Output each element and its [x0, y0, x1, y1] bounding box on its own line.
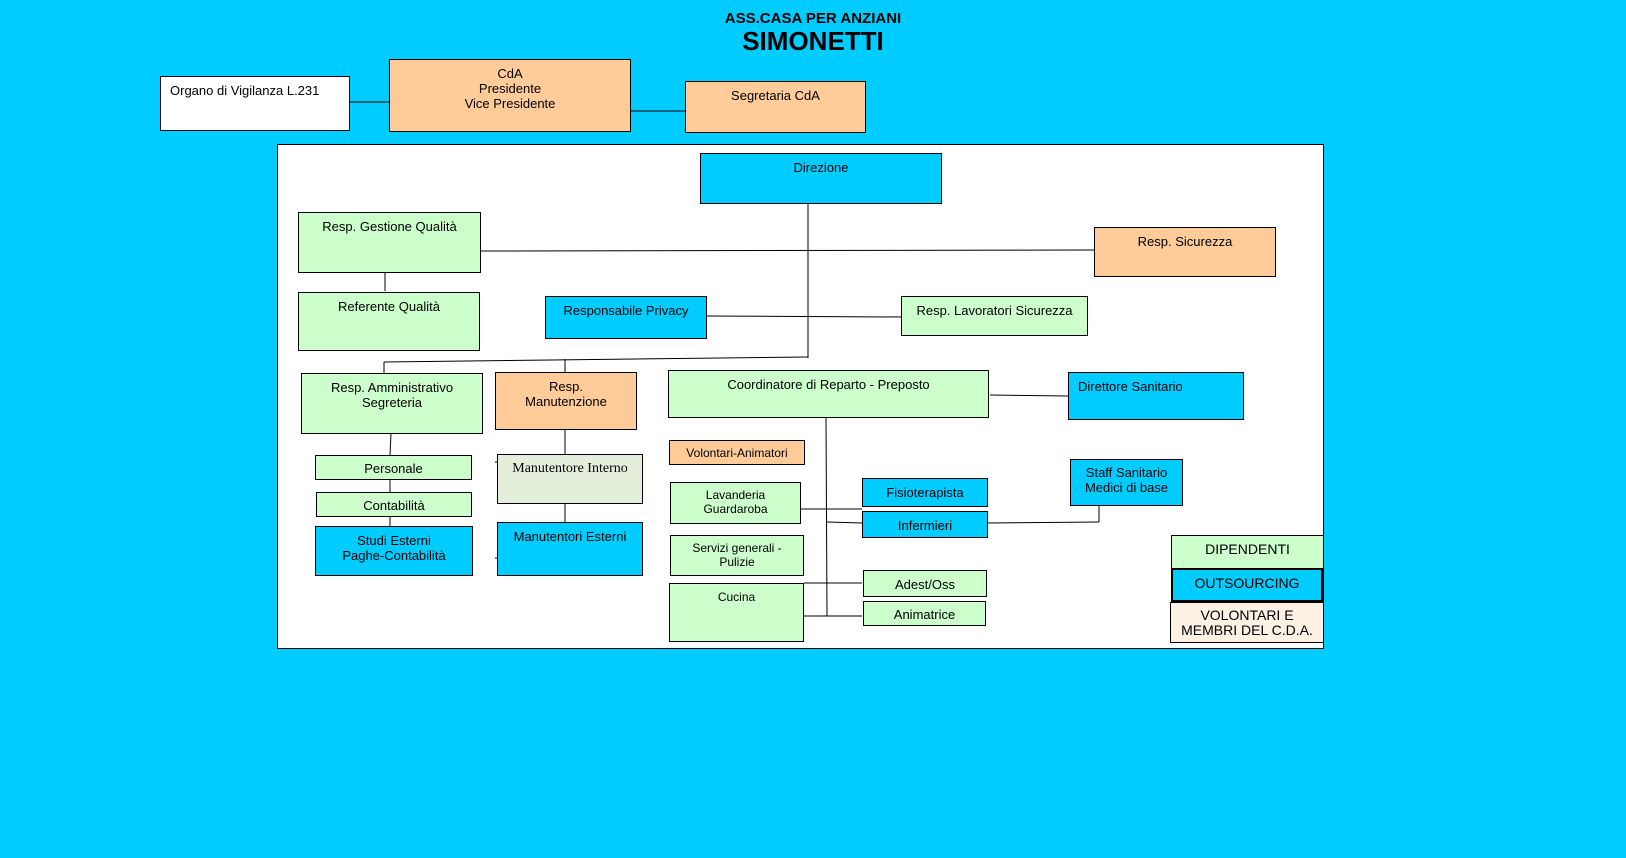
personale-box: Personale: [315, 455, 472, 480]
contabilita-box: Contabilità: [316, 492, 472, 517]
organo-vigilanza-box: Organo di Vigilanza L.231: [160, 76, 350, 131]
fisioterapista-box: Fisioterapista: [862, 478, 988, 507]
coordinatore-reparto-box: Coordinatore di Reparto - Preposto: [668, 370, 989, 418]
studi-esterni-box: Studi Esterni Paghe-Contabilità: [315, 526, 473, 576]
cucina-box: Cucina: [669, 583, 804, 642]
resp-sicurezza-box: Resp. Sicurezza: [1094, 227, 1276, 277]
referente-qualita-box: Referente Qualità: [298, 292, 480, 351]
legend-outsourcing: OUTSOURCING: [1171, 568, 1323, 602]
infermieri-box: Infermieri: [862, 511, 988, 538]
legend-volontari: VOLONTARI E MEMBRI DEL C.D.A.: [1170, 602, 1324, 643]
direttore-sanitario-box: Direttore Sanitario: [1068, 372, 1244, 420]
direzione-box: Direzione: [700, 153, 942, 204]
resp-amministrativo-box: Resp. Amministrativo Segreteria: [301, 373, 483, 434]
animatrice-box: Animatrice: [863, 601, 986, 626]
org-name-title: SIMONETTI: [742, 26, 884, 56]
volontari-animatori-box: Volontari-Animatori: [669, 440, 805, 465]
servizi-generali-box: Servizi generali - Pulizie: [670, 535, 804, 576]
resp-gestione-qualita-box: Resp. Gestione Qualità: [298, 212, 481, 273]
responsabile-privacy-box: Responsabile Privacy: [545, 296, 707, 339]
staff-sanitario-box: Staff Sanitario Medici di base: [1070, 459, 1183, 506]
manutentore-interno-box: Manutentore Interno: [497, 454, 643, 504]
resp-lavoratori-sicurezza-box: Resp. Lavoratori Sicurezza: [901, 296, 1088, 336]
manutentori-esterni-box: Manutentori Esterni: [497, 522, 643, 576]
org-name-line: ASS.CASA PER ANZIANI: [724, 10, 902, 27]
lavanderia-guardaroba-box: Lavanderia Guardaroba: [670, 482, 801, 524]
segretaria-cda-box: Segretaria CdA: [685, 81, 866, 133]
legend-dipendenti: DIPENDENTI: [1171, 535, 1324, 569]
adest-oss-box: Adest/Oss: [863, 570, 987, 597]
cda-box: CdA Presidente Vice Presidente: [389, 59, 631, 132]
resp-manutenzione-box: Resp. Manutenzione: [495, 372, 637, 430]
